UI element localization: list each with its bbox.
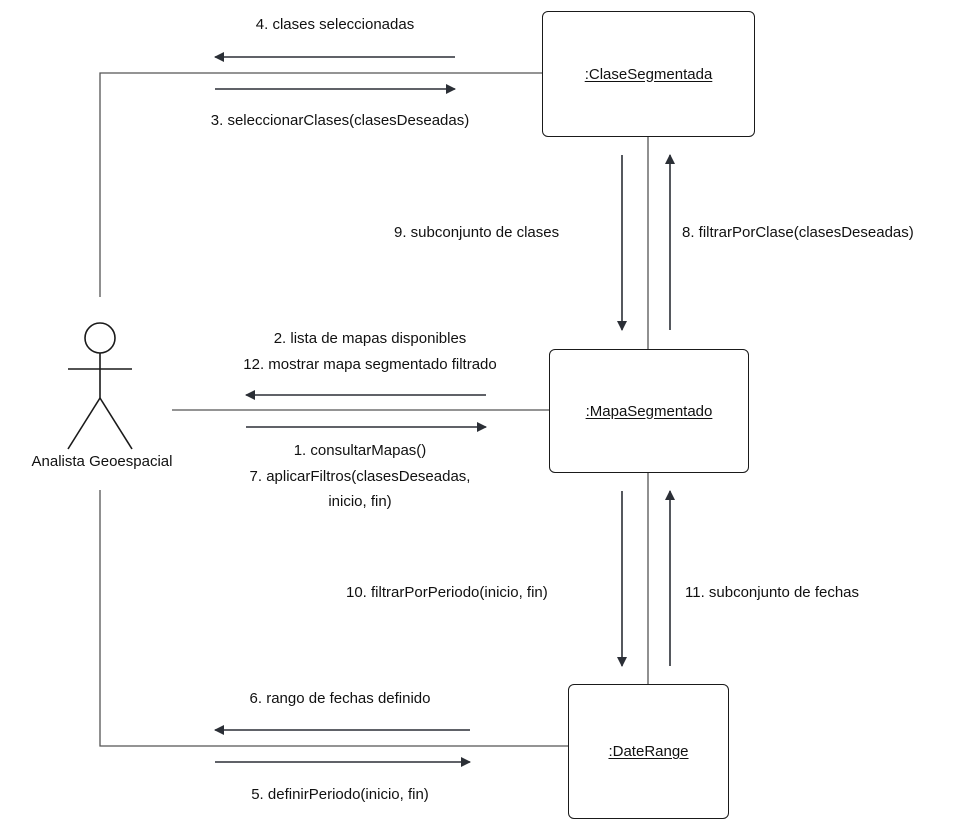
message-label-4: 4. clases seleccionadas [255, 16, 415, 33]
message-label-6: 6. rango de fechas definido [249, 690, 431, 707]
link-actor-daterange [99, 490, 568, 747]
message-label-9: 9. subconjunto de clases [394, 224, 560, 241]
object-daterange: :DateRange [568, 684, 729, 819]
message-label-11: 11. subconjunto de fechas [685, 584, 860, 601]
actor-icon [67, 322, 133, 450]
message-label-10: 10. filtrarPorPeriodo(inicio, fin) [346, 584, 548, 601]
message-label-7: 7. aplicarFiltros(clasesDeseadas, [249, 468, 471, 485]
message-label-8: 8. filtrarPorClase(clasesDeseadas) [682, 224, 914, 241]
message-label-7-cont: inicio, fin) [328, 493, 392, 510]
message-label-5: 5. definirPeriodo(inicio, fin) [251, 786, 429, 803]
object-clasesegmentada-label: :ClaseSegmentada [584, 65, 713, 83]
message-label-3: 3. seleccionarClases(clasesDeseadas) [210, 112, 470, 129]
object-mapasegmentado: :MapaSegmentado [549, 349, 749, 473]
actor-name: Analista Geoespacial [31, 453, 173, 470]
link-actor-clasesegmentada [99, 72, 542, 297]
object-daterange-label: :DateRange [608, 743, 689, 760]
object-clasesegmentada: :ClaseSegmentada [542, 11, 755, 137]
message-label-1: 1. consultarMapas() [293, 442, 427, 459]
object-mapasegmentado-label: :MapaSegmentado [585, 402, 713, 420]
message-label-2: 2. lista de mapas disponibles [273, 330, 467, 347]
message-label-12: 12. mostrar mapa segmentado filtrado [243, 356, 497, 373]
